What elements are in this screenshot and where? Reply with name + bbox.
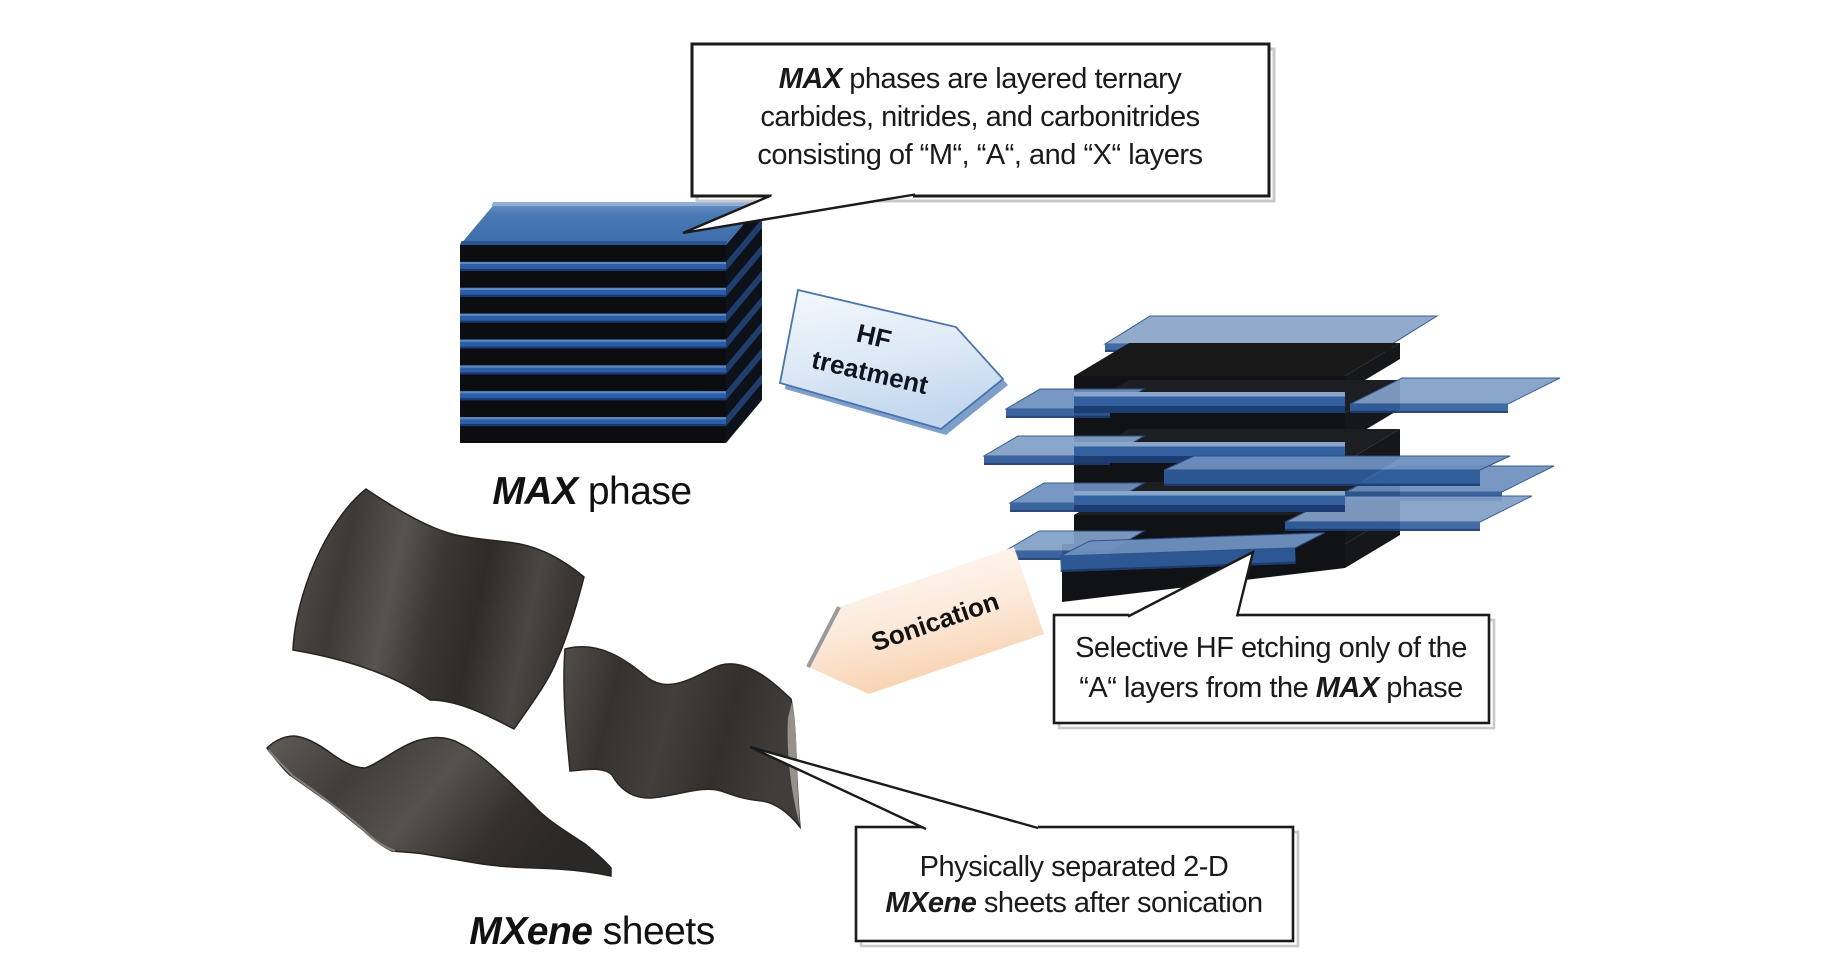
- svg-text:carbides, nitrides, and carbon: carbides, nitrides, and carbonitrides: [760, 101, 1199, 133]
- svg-text:MAX phases are layered ternary: MAX phases are layered ternary: [779, 63, 1182, 95]
- svg-text:MXene sheets: MXene sheets: [469, 910, 714, 953]
- svg-text:MXene sheets after sonication: MXene sheets after sonication: [885, 887, 1262, 919]
- svg-text:Physically separated 2-D: Physically separated 2-D: [920, 851, 1229, 883]
- svg-text:“A“ layers from the MAX phase: “A“ layers from the MAX phase: [1079, 672, 1463, 704]
- svg-text:MAX phase: MAX phase: [492, 470, 691, 513]
- svg-text:Selective HF etching only of t: Selective HF etching only of the: [1075, 632, 1467, 664]
- svg-text:consisting of “M“, “A“, and “X: consisting of “M“, “A“, and “X“ layers: [757, 139, 1202, 171]
